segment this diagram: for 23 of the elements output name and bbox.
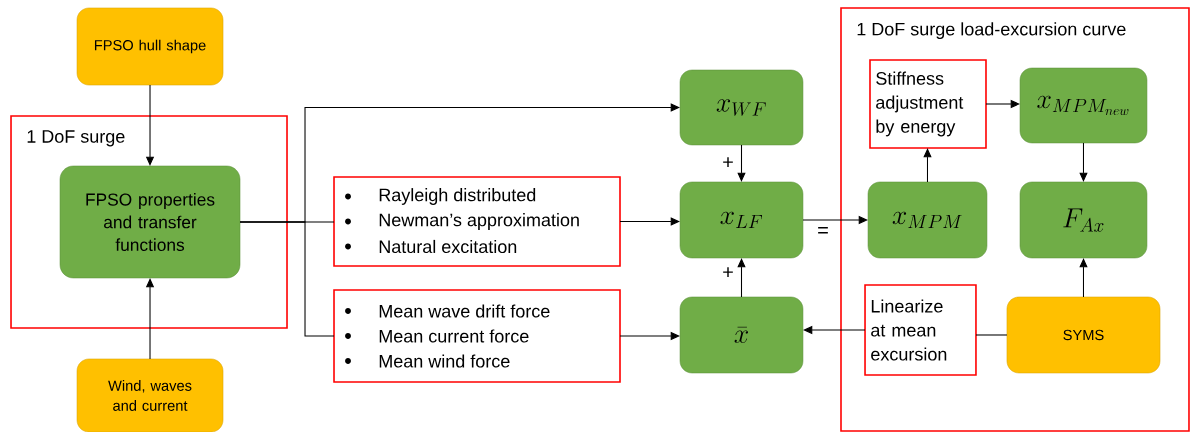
arrow bbox=[619, 217, 680, 226]
arrow bbox=[737, 144, 746, 182]
process-box: FPSO properties and transfer functions bbox=[59, 165, 241, 279]
variable-box: $x_{MPM_{new}}$ bbox=[1019, 67, 1148, 144]
variable-box: $x_{MPM}$ bbox=[867, 181, 988, 259]
arrow bbox=[923, 148, 932, 183]
arrow bbox=[1079, 142, 1088, 182]
edge-label: + bbox=[720, 265, 736, 281]
edge-label: = bbox=[815, 225, 831, 239]
input-box: Wind, waves and current bbox=[76, 358, 224, 432]
variable-box: $F_{Ax}$ bbox=[1019, 181, 1148, 259]
note-box: Linearize at mean excursion bbox=[864, 284, 977, 376]
note-box: Stiffness adjustment by energy bbox=[869, 59, 987, 149]
bullet-list-box: Mean wave drift force Mean current force Mean wind force bbox=[333, 289, 621, 383]
arrow bbox=[737, 258, 746, 298]
variable-box: $x_{WF}$ bbox=[679, 69, 804, 146]
variable-box: $\bar{x}$ bbox=[679, 296, 804, 374]
bullet-list-box: Rayleigh distributed Newman’s approximation Natural excitation bbox=[333, 176, 621, 267]
input-box: SYMS bbox=[1006, 296, 1161, 374]
input-box: FPSO hull shape bbox=[76, 7, 224, 86]
edge-label: + bbox=[720, 155, 736, 171]
variable-box: $x_{LF}$ bbox=[679, 181, 804, 259]
arrow bbox=[1079, 258, 1088, 298]
